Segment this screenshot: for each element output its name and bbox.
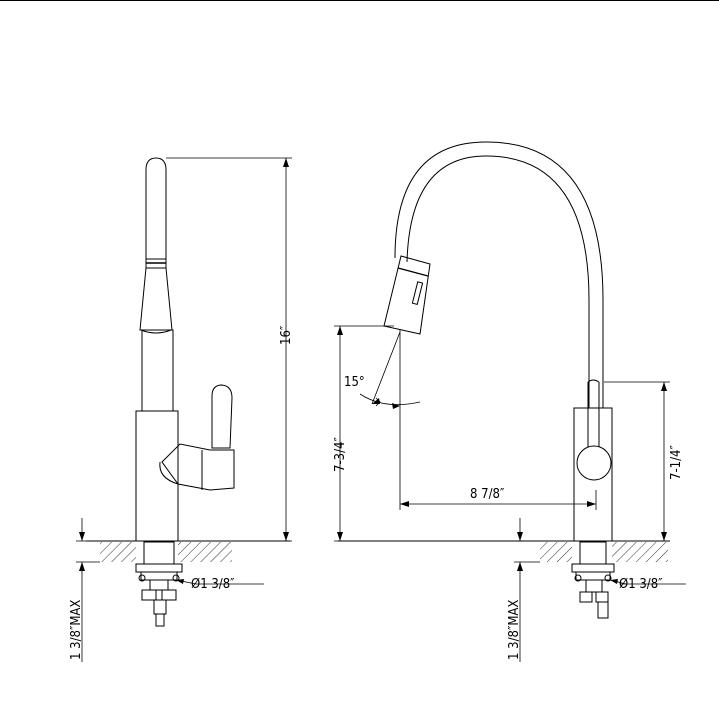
dim-7-3-4-label: 7-3/4″ [333,437,348,472]
sprayer-head-left [145,157,167,259]
handle-lever-right [587,382,600,447]
gooseneck-outer [406,155,590,408]
countertop-left-a [100,542,136,562]
spout-taper-left [139,267,173,331]
shank-left [143,541,175,565]
mounting-nut-right [571,563,615,573]
dim-diameter-label-left: Ø1 3/8″ [191,577,235,592]
supply-line-left [155,613,165,627]
mounting-nut-left [135,563,183,573]
dim-max-label-left: 1 3/8″MAX [69,600,84,660]
dim-diameter-label-right: Ø1 3/8″ [619,577,663,592]
faucet-body-right [573,407,613,542]
angle-arc [359,393,421,406]
dim-8-7-8-label: 8 7/8″ [470,487,505,502]
handle-hub-right [576,445,612,481]
top-border [0,0,719,1]
shank-right [579,541,607,565]
upper-column-left [141,329,174,412]
angle-label: 15° [344,375,365,390]
handle-lever-left [211,384,233,449]
handle-hub-left [161,443,235,491]
dim-7-1-4-label: 7-1/4″ [669,445,684,480]
dim-max-label-right: 1 3/8″MAX [507,600,522,660]
countertop-right-a [540,542,572,562]
countertop-left-b [178,542,232,562]
countertop-right-b [612,542,668,562]
supply-line-right [597,601,609,619]
dim-16-label: 16″ [279,325,294,345]
side-view: 16″ 1 3/8″MAX Ø1 3/8″ [69,157,294,662]
front-view: 7-3/4″ 7-1/4″ 8 7/8″ 15° [333,141,686,662]
sprayer-head-right [383,255,431,335]
